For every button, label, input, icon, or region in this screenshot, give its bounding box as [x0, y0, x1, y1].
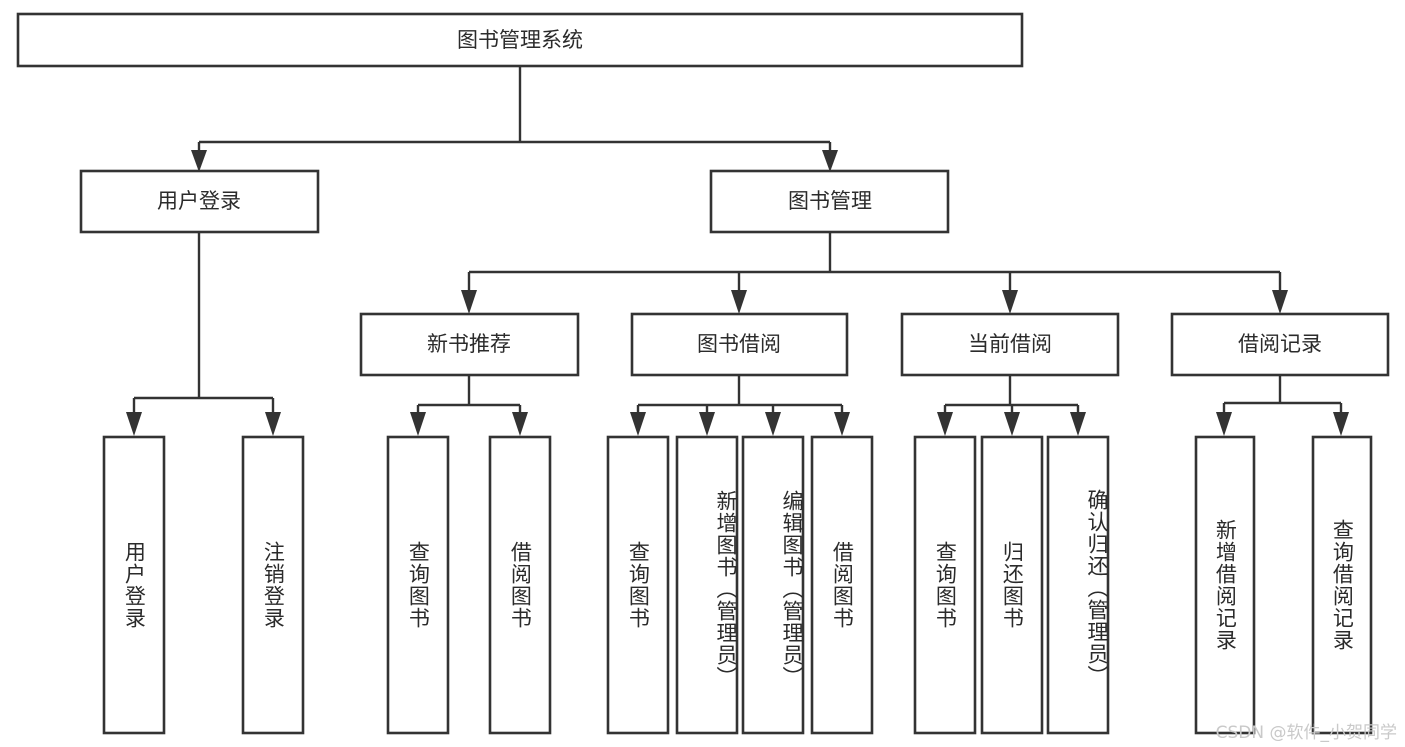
csdn-watermark: CSDN @软件_小贺同学: [1215, 723, 1397, 743]
node-box-leaf-add-record[interactable]: [1194, 435, 1256, 735]
node-label-user-login: 用户登录: [157, 189, 241, 213]
node-box-leaf-confirm-return[interactable]: [1046, 435, 1110, 735]
arrow-head-leaf-edit-book: [765, 412, 781, 436]
node-box-leaf-edit-book[interactable]: [741, 435, 805, 735]
node-box-leaf-borrow-book-2[interactable]: [810, 435, 874, 735]
node-box-leaf-query-book-2[interactable]: [606, 435, 670, 735]
node-label-borrow-record: 借阅记录: [1238, 332, 1322, 356]
node-label-current-borrow: 当前借阅: [968, 332, 1052, 356]
node-label-book-management: 图书管理: [788, 189, 872, 213]
node-label-new-book-recommend: 新书推荐: [427, 332, 511, 356]
arrow-head-book-borrow: [731, 290, 747, 314]
arrow-head-borrow-record: [1272, 290, 1288, 314]
node-box-new-book-recommend[interactable]: [359, 312, 580, 377]
node-box-leaf-query-record[interactable]: [1311, 435, 1373, 735]
connector-layer: [126, 66, 1349, 436]
arrow-head-leaf-borrow-book-2: [834, 412, 850, 436]
arrow-head-leaf-query-record: [1333, 412, 1349, 436]
node-box-current-borrow[interactable]: [900, 312, 1120, 377]
arrow-head-leaf-logout-login: [265, 412, 281, 436]
arrow-head-book-management: [822, 150, 838, 172]
node-box-leaf-query-book-3[interactable]: [913, 435, 977, 735]
arrow-head-leaf-borrow-book-1: [512, 412, 528, 436]
node-box-leaf-query-book-1[interactable]: [386, 435, 450, 735]
node-box-leaf-add-book[interactable]: [675, 435, 739, 735]
node-box-book-management[interactable]: [709, 169, 950, 234]
arrow-head-leaf-user-login: [126, 412, 142, 436]
arrow-head-new-book-recommend: [461, 290, 477, 314]
node-box-leaf-borrow-book-1[interactable]: [488, 435, 552, 735]
node-box-borrow-record[interactable]: [1170, 312, 1390, 377]
node-box-user-login[interactable]: [79, 169, 320, 234]
node-layer: 图书管理系统 用户登录 图书管理 新书推荐 图书借阅 当前借阅 借阅记录: [16, 12, 1390, 735]
arrow-head-leaf-add-book: [699, 412, 715, 436]
arrow-head-leaf-query-book-3: [937, 412, 953, 436]
arrow-head-current-borrow: [1002, 290, 1018, 314]
node-box-book-borrow[interactable]: [630, 312, 849, 377]
node-box-root[interactable]: [16, 12, 1024, 68]
arrow-head-user-login: [191, 150, 207, 172]
arrow-head-leaf-query-book-1: [410, 412, 426, 436]
arrow-head-leaf-add-record: [1216, 412, 1232, 436]
node-label-book-borrow: 图书借阅: [697, 332, 781, 356]
arrow-head-leaf-query-book-2: [630, 412, 646, 436]
node-label-root: 图书管理系统: [457, 28, 583, 52]
arrow-head-leaf-confirm-return: [1070, 412, 1086, 436]
node-box-leaf-logout-login[interactable]: [241, 435, 305, 735]
node-box-leaf-return-book[interactable]: [980, 435, 1044, 735]
node-box-leaf-user-login[interactable]: [102, 435, 166, 735]
arrow-head-leaf-return-book: [1004, 412, 1020, 436]
